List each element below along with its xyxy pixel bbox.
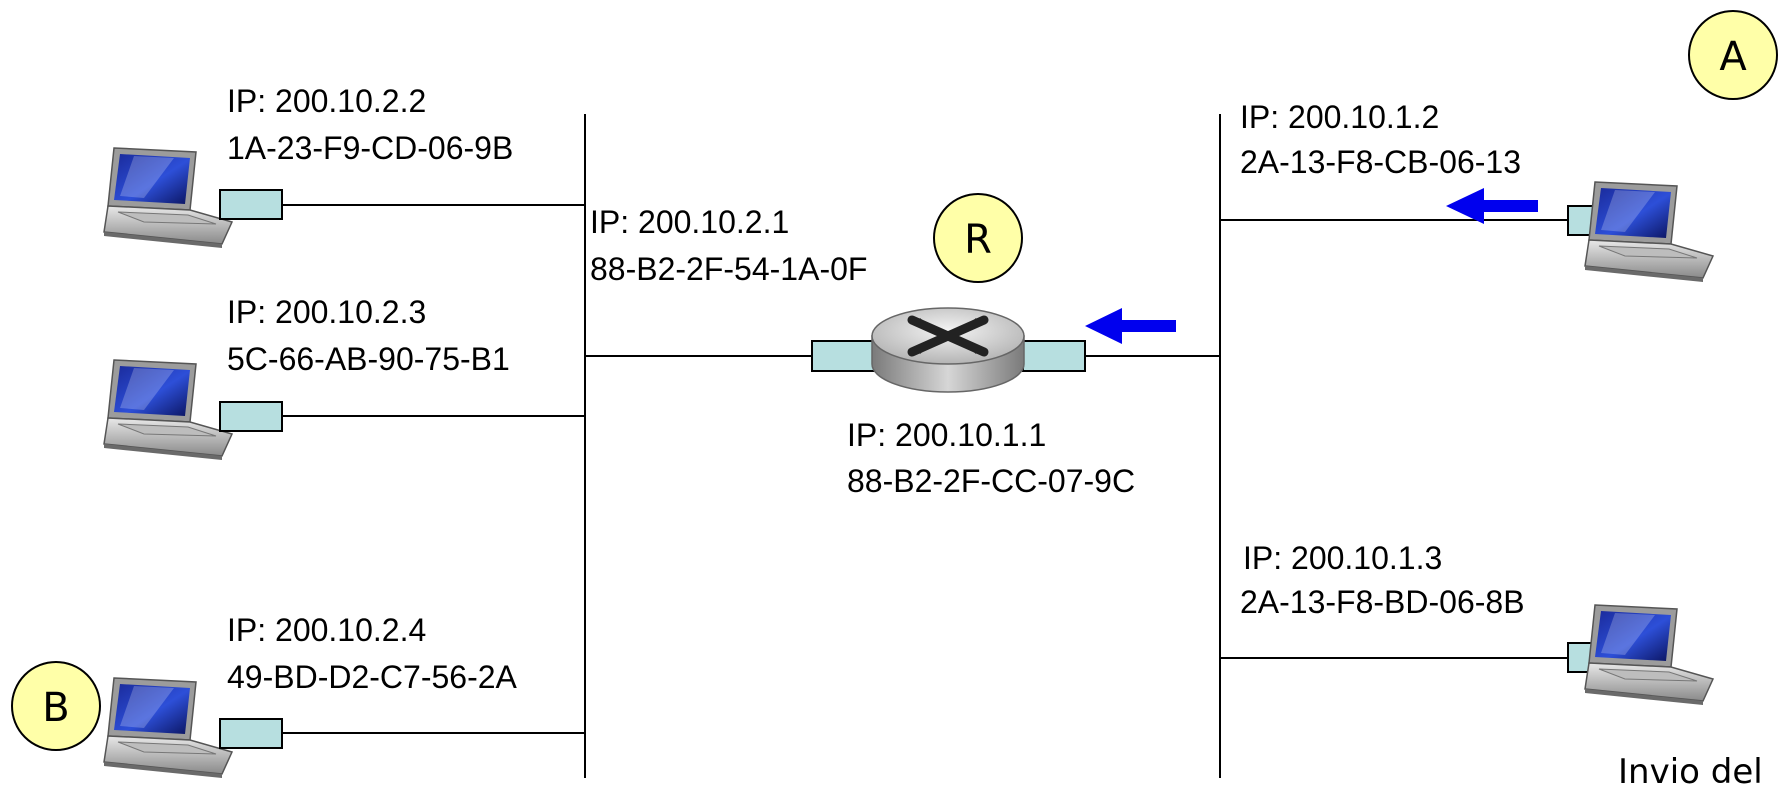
node-a-badge: A <box>1688 10 1778 100</box>
router-adapter-right <box>1022 340 1086 372</box>
laptop-right2-icon <box>1567 604 1714 706</box>
node-r-badge: R <box>933 193 1023 283</box>
node-b-badge: B <box>11 661 101 751</box>
router-left-ip: IP: 200.10.2.1 <box>590 204 790 240</box>
left1-mac: 1A-23-F9-CD-06-9B <box>227 130 514 166</box>
left3-mac: 49-BD-D2-C7-56-2A <box>227 659 517 695</box>
router-adapter-left <box>811 340 875 372</box>
laptop-left3-icon <box>103 677 283 778</box>
right1-ip: IP: 200.10.1.2 <box>1240 99 1440 135</box>
laptop-left1-icon <box>103 147 283 249</box>
adapter-left3 <box>219 718 283 749</box>
laptop-left2-icon <box>103 359 283 461</box>
adapter-left1 <box>219 189 283 220</box>
arrow-from-host-a-icon <box>1446 188 1538 224</box>
router-icon <box>811 307 1086 393</box>
right2-ip: IP: 200.10.1.3 <box>1243 540 1443 576</box>
node-r-label: R <box>964 217 992 263</box>
router-left-mac: 88-B2-2F-54-1A-0F <box>590 251 868 287</box>
router-right-ip: IP: 200.10.1.1 <box>847 417 1047 453</box>
right2-mac: 2A-13-F8-BD-06-8B <box>1240 584 1525 620</box>
node-a-label: A <box>1719 34 1747 80</box>
adapter-left2 <box>219 401 283 432</box>
arrow-toward-router-icon <box>1085 308 1176 344</box>
caption-partial: Invio del <box>1618 752 1763 792</box>
left2-ip: IP: 200.10.2.3 <box>227 294 427 330</box>
node-b-label: B <box>42 685 69 731</box>
right1-mac: 2A-13-F8-CB-06-13 <box>1240 144 1521 180</box>
left2-mac: 5C-66-AB-90-75-B1 <box>227 341 510 377</box>
left3-ip: IP: 200.10.2.4 <box>227 612 427 648</box>
laptop-right1-icon <box>1567 181 1714 283</box>
router-right-mac: 88-B2-2F-CC-07-9C <box>847 463 1136 499</box>
left1-ip: IP: 200.10.2.2 <box>227 83 427 119</box>
